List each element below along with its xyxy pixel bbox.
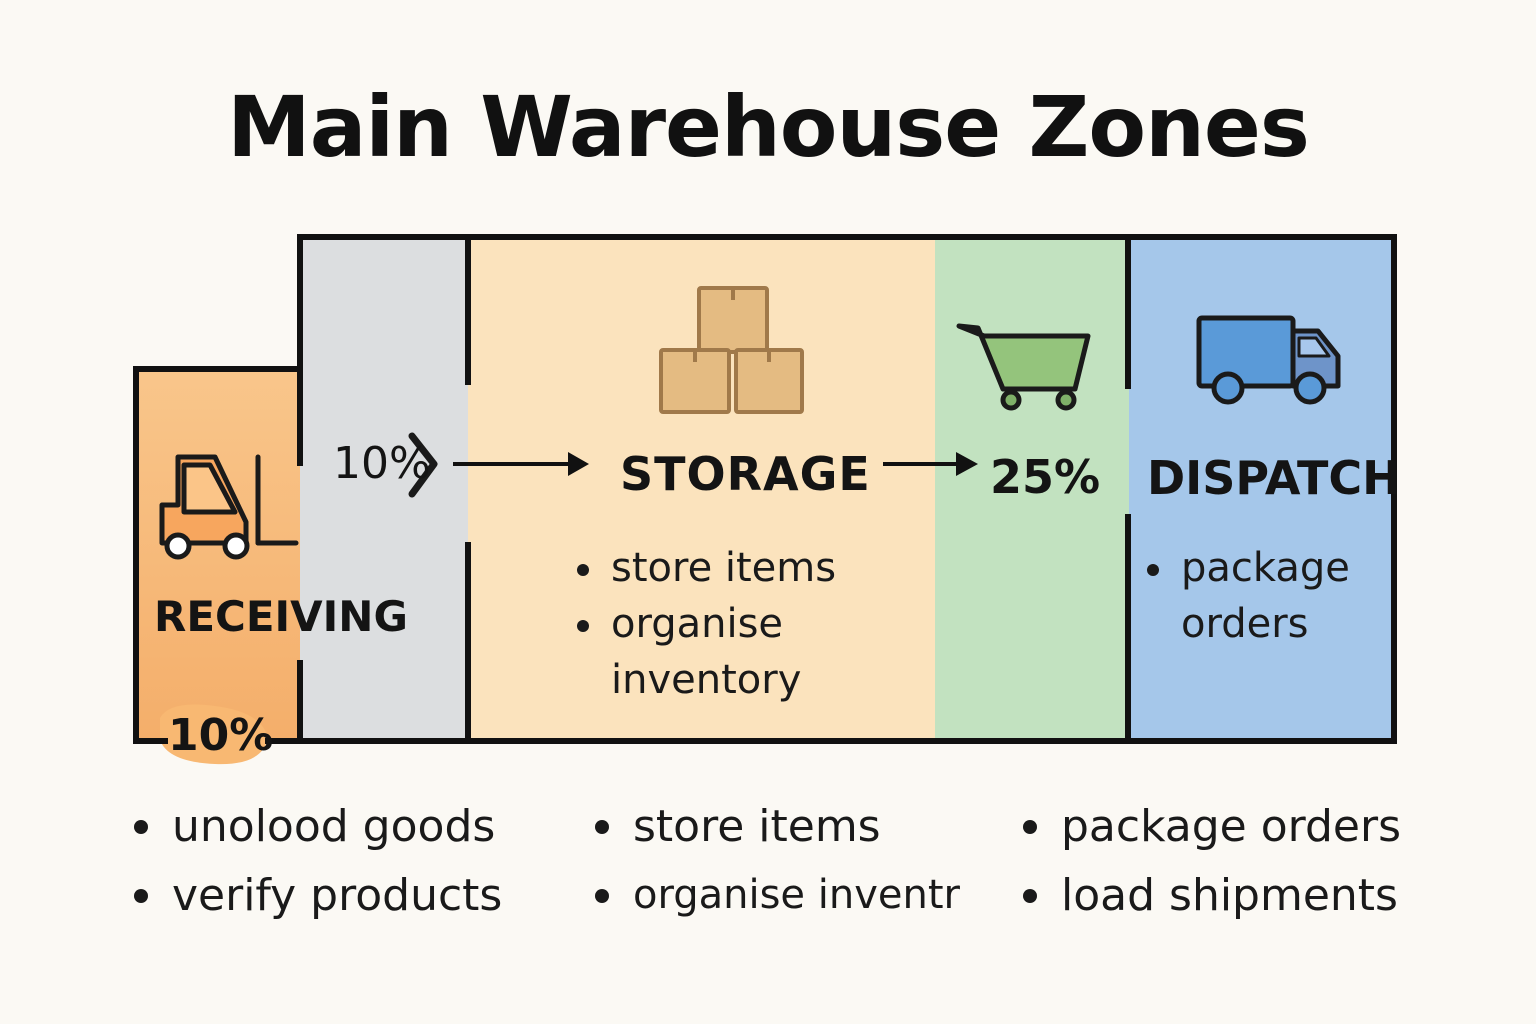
storage-label: STORAGE — [620, 447, 871, 501]
inbound-zone — [300, 237, 468, 741]
list-item: verify products — [132, 861, 502, 930]
chevron-right-icon — [408, 432, 438, 498]
picking-zone — [935, 237, 1129, 741]
dispatch-tasks-list: package orders — [1145, 540, 1350, 652]
walls — [133, 234, 1397, 744]
list-item: load shipments — [1021, 861, 1401, 930]
list-item: unolood goods — [132, 792, 502, 861]
truck-icon — [1196, 315, 1341, 405]
picking-percent: 25% — [990, 450, 1101, 504]
list-item: store items — [593, 792, 960, 861]
receiving-label: RECEIVING — [154, 592, 408, 641]
forklift-icon — [159, 454, 299, 560]
dispatch-bottom-list: package orders load shipments — [1021, 792, 1401, 930]
list-item: package orders — [1021, 792, 1401, 861]
list-item: store items — [575, 540, 836, 596]
receiving-percent: 10% — [168, 710, 274, 761]
receiving-zone — [136, 369, 300, 741]
dispatch-label: DISPATCH — [1147, 451, 1401, 505]
cart-icon — [956, 323, 1091, 411]
list-item: organise inventr — [593, 861, 960, 930]
inbound-percent: 10% — [333, 438, 431, 489]
receiving-percent-highlight — [160, 704, 268, 765]
list-item: organise — [575, 596, 836, 652]
page-title: Main Warehouse Zones — [227, 78, 1310, 176]
list-item-continuation: orders — [1181, 601, 1309, 647]
flow-arrow-storage-picking — [883, 452, 978, 476]
storage-bottom-list: store items organise inventr — [593, 792, 960, 930]
boxes-icon — [659, 286, 804, 414]
list-item-continuation: inventory — [611, 657, 802, 703]
storage-tasks-list: store items organise inventory — [575, 540, 836, 708]
list-item: package — [1145, 540, 1350, 596]
receiving-bottom-list: unolood goods verify products — [132, 792, 502, 930]
flow-arrow-inbound-storage — [453, 452, 589, 476]
